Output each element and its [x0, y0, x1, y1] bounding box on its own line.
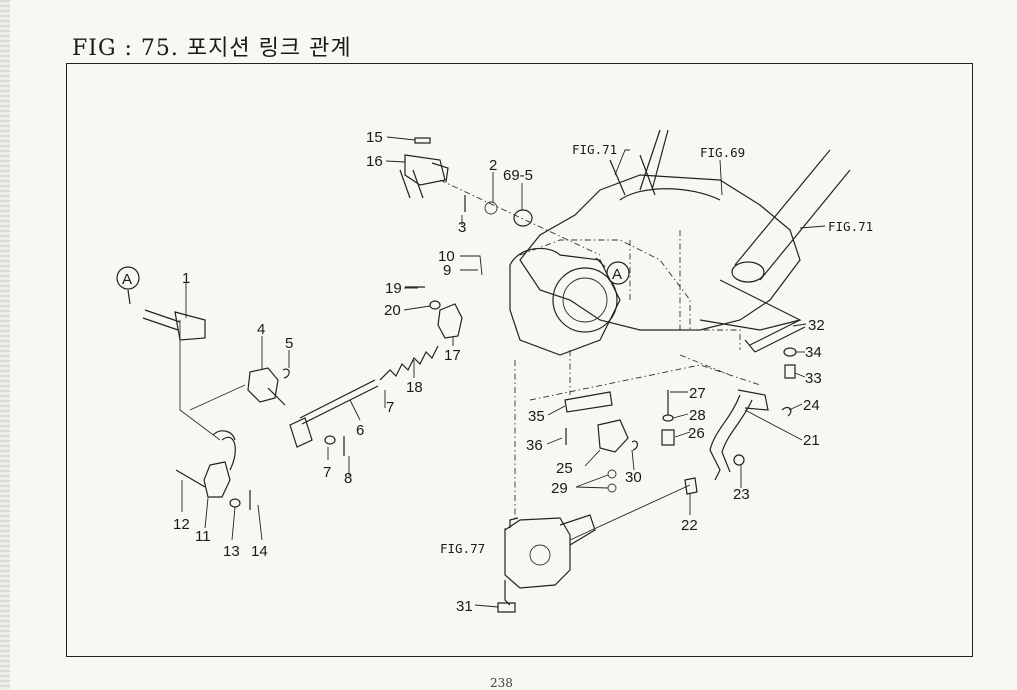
part-label-26: 26 — [688, 425, 705, 442]
part-label-33: 33 — [805, 370, 822, 387]
part-label-8: 8 — [344, 470, 352, 487]
page-number: 238 — [490, 676, 513, 690]
part-label-23: 23 — [733, 486, 750, 503]
fork-16-assembly — [399, 137, 601, 256]
callout-a-left: A — [116, 266, 140, 305]
part-labels: 1 2 3 4 5 6 7 7 8 9 10 11 12 13 14 15 16… — [173, 129, 825, 615]
part-label-17: 17 — [444, 347, 461, 364]
part-label-5: 5 — [285, 335, 293, 352]
part-label-29: 29 — [551, 480, 568, 497]
figure-title: FIG : 75. 포지션 링크 관계 — [72, 36, 352, 61]
callout-a-right: A — [595, 257, 630, 285]
part-label-7b: 7 — [386, 399, 394, 416]
part-label-24: 24 — [803, 397, 820, 414]
part-label-69-5: 69-5 — [503, 167, 533, 184]
diagram-frame — [66, 63, 973, 657]
part-label-12: 12 — [173, 516, 190, 533]
scan-edge-strip — [0, 0, 10, 690]
part-label-35: 35 — [528, 408, 545, 425]
part-label-32: 32 — [808, 317, 825, 334]
part-label-4: 4 — [257, 321, 265, 338]
part-label-19: 19 — [385, 280, 402, 297]
part-label-25: 25 — [556, 460, 573, 477]
part-label-3: 3 — [458, 219, 466, 236]
right-linkage — [529, 319, 806, 495]
part-label-6: 6 — [356, 422, 364, 439]
fig-ref-69: FIG.69 — [700, 145, 745, 160]
part-label-20: 20 — [384, 302, 401, 319]
part-label-7a: 7 — [323, 464, 331, 481]
part-label-28: 28 — [689, 407, 706, 424]
transmission-housing — [509, 129, 851, 520]
part-label-27: 27 — [689, 385, 706, 402]
part-label-30: 30 — [625, 469, 642, 486]
part-label-18: 18 — [406, 379, 423, 396]
control-valve-block — [497, 484, 691, 613]
part-label-13: 13 — [223, 543, 240, 560]
part-label-14: 14 — [251, 543, 268, 560]
part-label-34: 34 — [805, 344, 822, 361]
callout-a-left-label: A — [122, 271, 132, 288]
part-label-11: 11 — [195, 528, 211, 545]
part-label-15: 15 — [366, 129, 383, 146]
part-label-31: 31 — [456, 598, 473, 615]
part-label-21: 21 — [803, 432, 820, 449]
fig-ref-71-top: FIG.71 — [572, 142, 617, 157]
part-label-16: 16 — [366, 153, 383, 170]
fig-ref-71-right: FIG.71 — [828, 219, 873, 234]
part-label-22: 22 — [681, 517, 698, 534]
leader-lines — [181, 136, 826, 608]
left-linkage — [142, 286, 463, 510]
part-label-9: 9 — [443, 262, 451, 279]
part-label-1: 1 — [182, 270, 190, 287]
part-label-36: 36 — [526, 437, 543, 454]
callout-a-right-label: A — [612, 266, 622, 283]
fig-ref-77: FIG.77 — [440, 541, 485, 556]
part-label-10: 10 — [438, 248, 455, 265]
part-label-2: 2 — [489, 157, 497, 174]
